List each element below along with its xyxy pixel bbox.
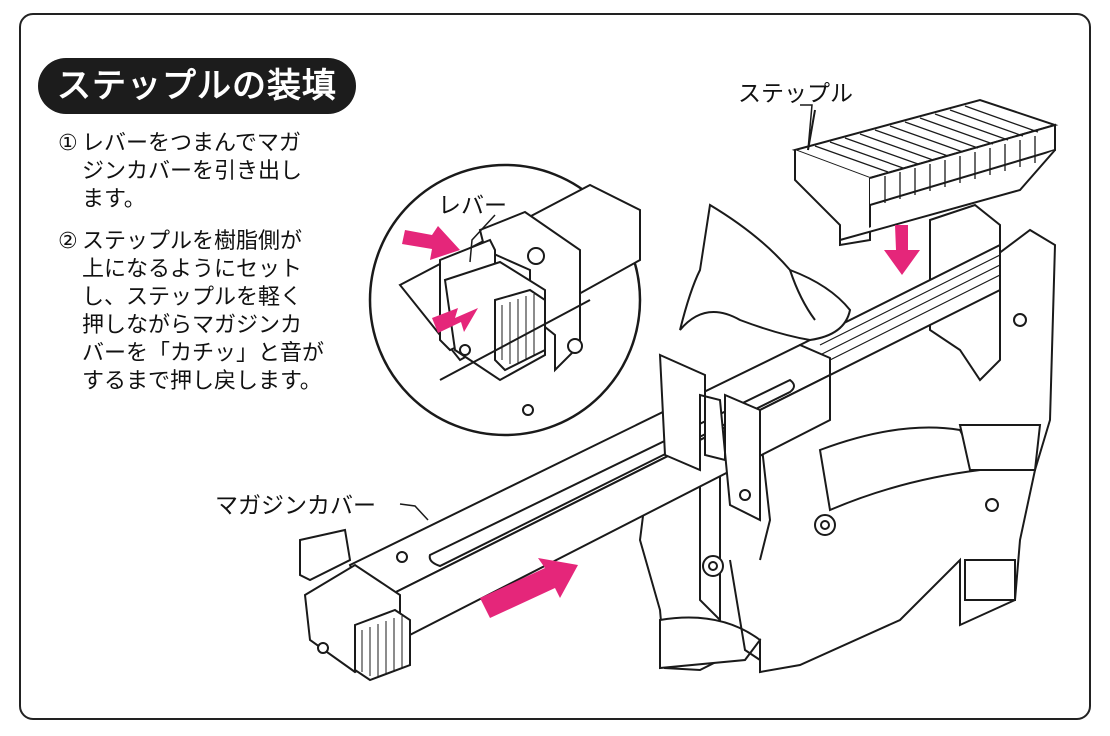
finger-drawing bbox=[679, 203, 852, 342]
stapler-body-drawing bbox=[638, 203, 1057, 674]
arrow-icon bbox=[480, 558, 578, 618]
step-number: ① bbox=[58, 131, 78, 156]
instruction-step-1: ① レバーをつまんでマガ ジンカバーを引き出し ます。 bbox=[58, 130, 363, 214]
magazine-cover-drawing bbox=[299, 343, 831, 682]
instruction-list: ① レバーをつまんでマガ ジンカバーを引き出し ます。 ② ステップルを樹脂側が… bbox=[58, 130, 363, 410]
arrow-icon bbox=[884, 225, 920, 275]
instruction-step-2: ② ステップルを樹脂側が 上になるようにセット し、ステップルを軽く 押しながら… bbox=[58, 228, 363, 396]
step-text: ステップルを樹脂側が 上になるようにセット し、ステップルを軽く 押しながらマガ… bbox=[82, 229, 325, 394]
lever-label: レバー bbox=[438, 193, 507, 219]
magazine-cover-label: マガジンカバー bbox=[215, 493, 376, 519]
arrow-icon bbox=[402, 226, 460, 260]
staple-strip-drawing bbox=[791, 98, 1059, 247]
arrow-icon bbox=[432, 308, 478, 333]
step-number: ② bbox=[58, 229, 78, 254]
step-text: レバーをつまんでマガ ジンカバーを引き出し ます。 bbox=[82, 131, 303, 212]
leader-lines bbox=[399, 104, 813, 521]
figure-frame bbox=[19, 13, 1091, 720]
section-title: ステップルの装填 bbox=[38, 58, 356, 114]
arrow-indicators bbox=[402, 225, 920, 618]
staples-label: ステップル bbox=[738, 81, 853, 107]
